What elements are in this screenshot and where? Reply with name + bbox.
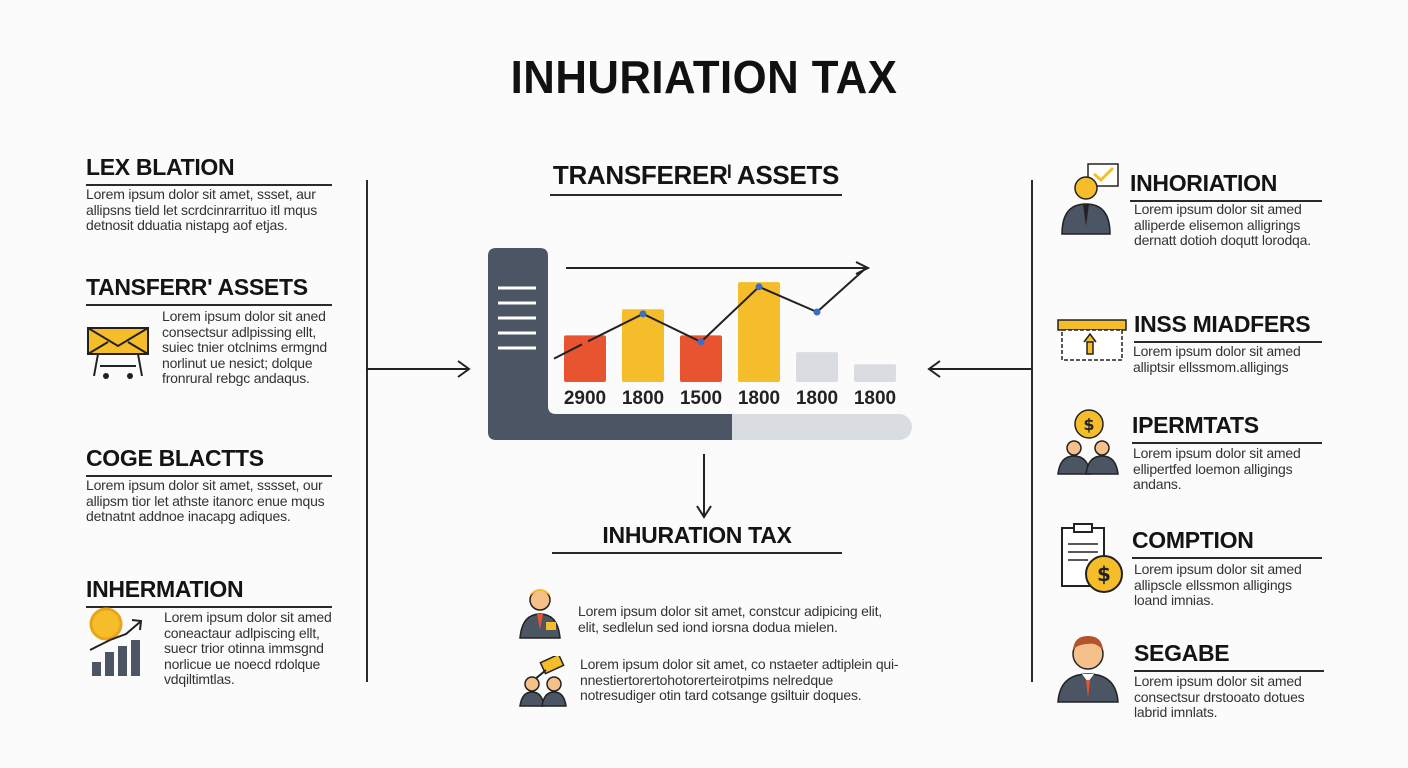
chart-trend-line xyxy=(553,285,818,360)
right-arrow-icon xyxy=(366,358,472,380)
businessman-icon xyxy=(516,586,564,640)
chart-bar xyxy=(564,335,606,382)
right-divider xyxy=(1031,180,1033,682)
chart-bar xyxy=(680,335,722,382)
trend-arrow xyxy=(566,261,871,275)
down-arrow-icon xyxy=(694,454,714,520)
right-section-1-heading: INHORIATION xyxy=(1130,170,1322,202)
center-heading: TRANSFERERˡ ASSETS xyxy=(550,160,842,196)
chart-line-point xyxy=(813,308,821,316)
right-section-3-text: Lorem ipsum dolor sit amed ellipertfed l… xyxy=(1133,445,1301,492)
left-arrow-icon xyxy=(926,358,1032,380)
right-section-4-heading: COMPTION xyxy=(1132,527,1322,559)
left-section-2-text: Lorem ipsum dolor sit aned consectsur ad… xyxy=(162,308,327,386)
document-upload-icon xyxy=(1056,318,1128,364)
right-section-2-text: Lorem ipsum dolor sit amed alliptsir ell… xyxy=(1133,343,1301,375)
right-section-5-heading: SEGABE xyxy=(1134,640,1324,672)
sun-growth-chart-icon xyxy=(86,606,150,678)
chart-category-label: 1500 xyxy=(680,388,722,409)
left-section-1-heading: LEX BLATION xyxy=(86,154,332,186)
page-title: INHURIATION TAX xyxy=(510,51,898,103)
left-section-4-text: Lorem ipsum dolor sit amed coneactaur ad… xyxy=(164,609,332,687)
right-section-5-text: Lorem ipsum dolor sit amed consectsur dr… xyxy=(1134,673,1305,720)
right-section-4-text: Lorem ipsum dolor sit amed allipscle ell… xyxy=(1134,561,1302,608)
left-section-4-heading: INHERMATION xyxy=(86,576,332,608)
chart-category-label: 1800 xyxy=(738,388,780,409)
chart-line-point xyxy=(755,283,763,291)
chart-category-label: 1800 xyxy=(796,388,838,409)
svg-text:$: $ xyxy=(1083,415,1094,434)
center-note-1: Lorem ipsum dolor sit amet, constcur adi… xyxy=(578,603,882,635)
chart-bar xyxy=(738,282,780,382)
center-bottom-heading: INHURATION TAX xyxy=(552,522,842,554)
left-divider xyxy=(366,180,368,682)
chart: 2900 1800 1500 1800 1800 1800 xyxy=(486,246,916,446)
chart-category-label: 2900 xyxy=(564,388,606,409)
man-avatar-icon xyxy=(1056,632,1120,704)
chart-base xyxy=(488,248,912,440)
people-dollar-icon: $ xyxy=(1054,408,1124,476)
chart-category-label: 1800 xyxy=(622,388,664,409)
chart-bar xyxy=(796,352,838,382)
right-section-2-heading: INSS MIADFERS xyxy=(1134,311,1322,343)
team-gavel-icon xyxy=(516,656,572,708)
left-section-1-text: Lorem ipsum dolor sit amet, ssset, aur a… xyxy=(86,186,318,233)
center-note-2: Lorem ipsum dolor sit amet, co nstaeter … xyxy=(580,656,899,703)
left-section-3-heading: COGE BLACTTS xyxy=(86,445,332,477)
chart-bar xyxy=(854,364,896,382)
chart-line-point xyxy=(639,310,647,318)
left-section-3-text: Lorem ipsum dolor sit amet, sssset, our … xyxy=(86,477,325,524)
chart-trend-line-extension xyxy=(816,267,867,313)
envelope-icon xyxy=(86,322,150,382)
svg-text:$: $ xyxy=(1097,562,1111,586)
left-section-2-heading: TANSFERR' ASSETS xyxy=(86,274,332,306)
businessman-check-icon xyxy=(1058,162,1122,236)
right-section-1-text: Lorem ipsum dolor sit amed alliperde eli… xyxy=(1134,201,1311,248)
chart-line-point xyxy=(581,339,589,347)
chart-category-label: 1800 xyxy=(854,388,896,409)
chart-line-point xyxy=(697,338,705,346)
chart-bar xyxy=(622,309,664,382)
clipboard-dollar-icon: $ xyxy=(1058,522,1128,596)
right-section-3-heading: IPERMTATS xyxy=(1132,412,1322,444)
